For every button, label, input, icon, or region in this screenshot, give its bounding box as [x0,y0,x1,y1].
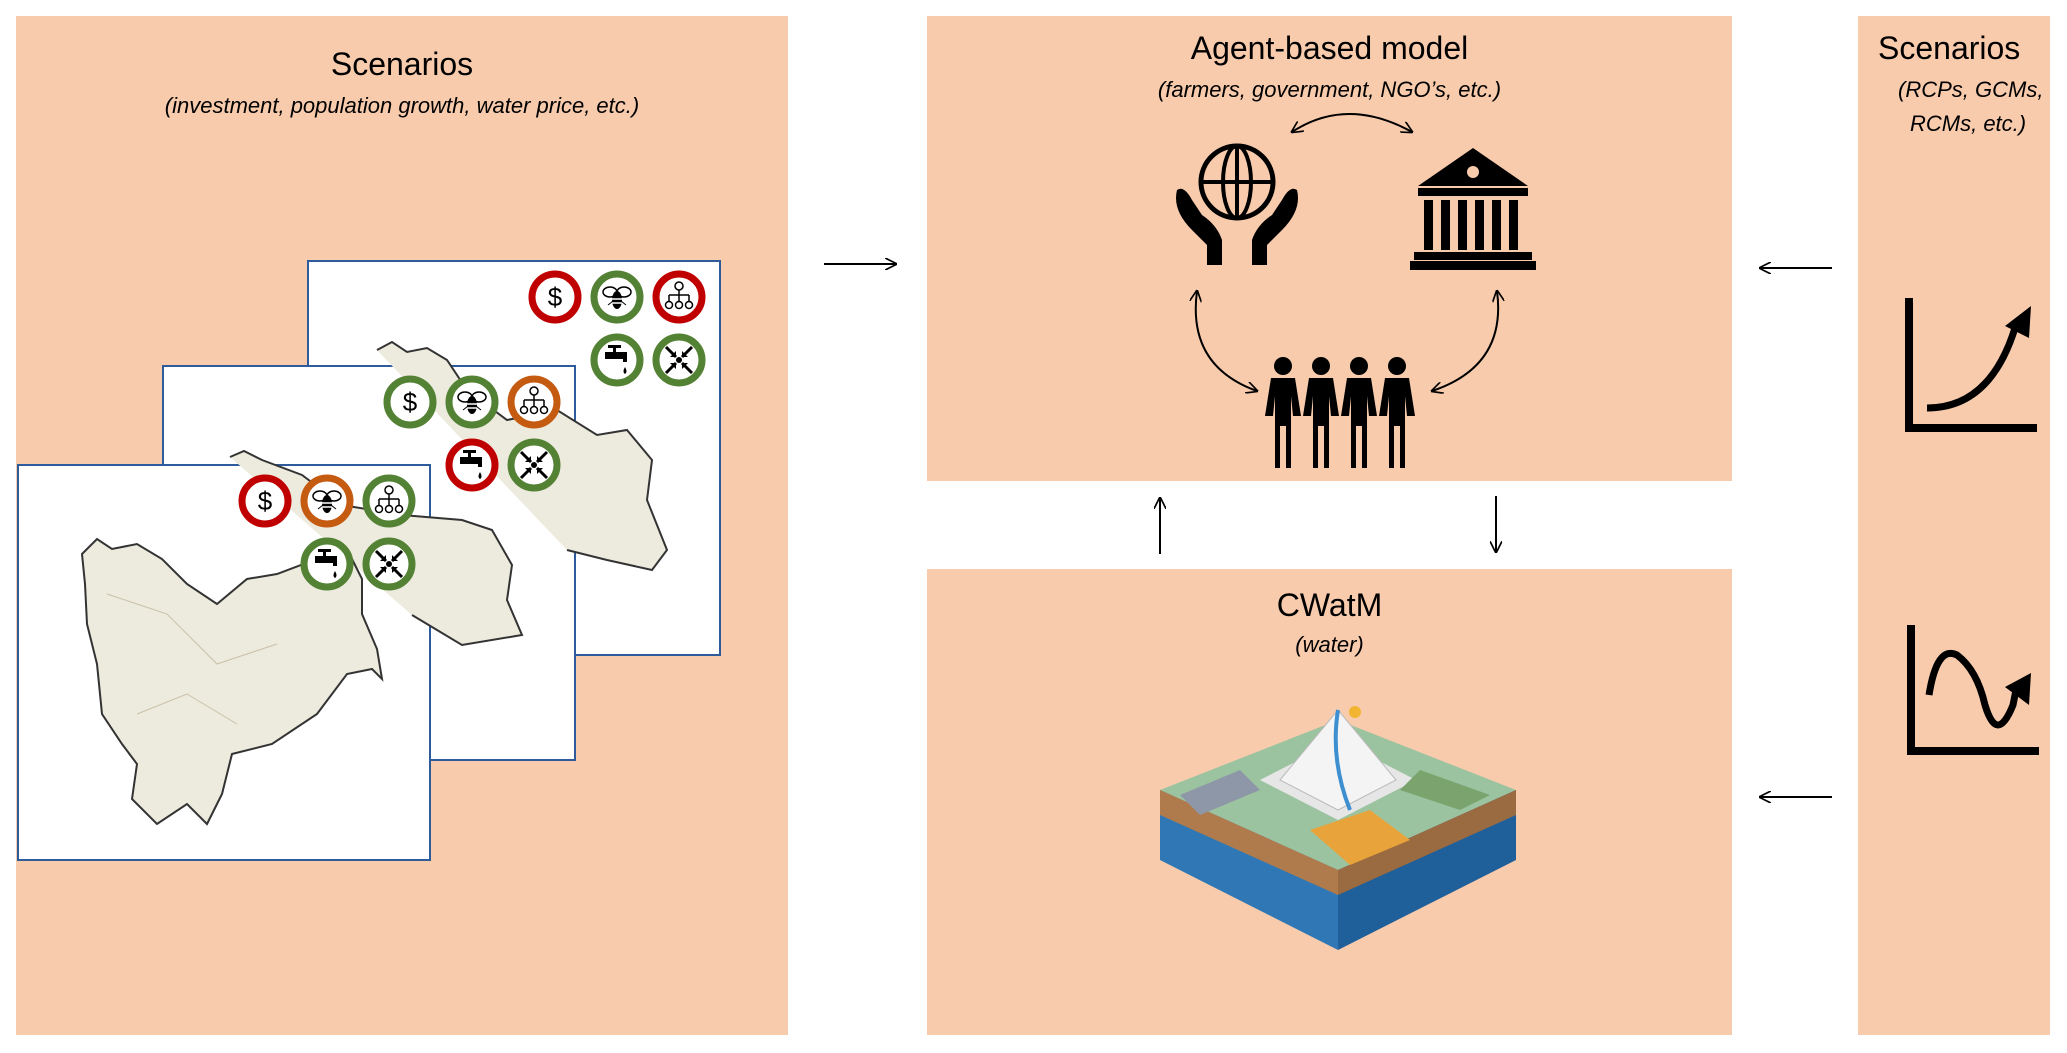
converging-arrows-icon [652,333,706,387]
cwatm-landscape-illustration [1160,706,1516,950]
scenarios-subtitle: (investment, population growth, water pr… [164,93,640,118]
exponential-growth-chart-icon [1905,298,2037,432]
tap-icon [300,537,354,591]
dollar-icon [383,375,437,429]
abm-subtitle: (farmers, government, NGO’s, etc.) [1157,77,1502,102]
government-building-icon [1410,148,1536,270]
status-ring [590,333,644,387]
dollar-icon [528,270,582,324]
arrow-climate-to-cwatm [1756,787,1832,807]
people-farmers-icon [1265,357,1415,468]
map-front [80,537,384,826]
climate-scenarios-subtitle-1: (RCPs, GCMs, [1898,77,2044,102]
arrow-climate-to-abm [1756,258,1832,278]
org-chart-icon [507,375,561,429]
converging-arrows-icon [507,438,561,492]
arrow-abm-to-cwatm [1486,496,1506,556]
cwatm-title: CWatM [1276,587,1383,623]
arrow-ngo-government [1292,113,1412,132]
bee-icon [590,270,644,324]
bee-icon [445,375,499,429]
tap-icon [590,333,644,387]
converging-arrows-icon [362,537,416,591]
dollar-icon [238,474,292,528]
cwatm-subtitle: (water) [1295,632,1364,657]
arrow-scenarios-to-abm [824,254,900,274]
arrow-cwatm-to-abm [1150,494,1170,554]
interaction-arrows [927,113,1732,481]
abm-title: Agent-based model [1190,30,1469,66]
climate-scenarios-title: Scenarios [1878,30,2021,66]
scenarios-title: Scenarios [330,46,474,82]
status-ring [445,438,499,492]
abm-panel: Agent-based model (farmers, government, … [927,16,1732,481]
tap-icon [445,438,499,492]
scenarios-panel-right: Scenarios (RCPs, GCMs, RCMs, etc.) [1858,16,2050,1035]
climate-scenarios-subtitle-2: RCMs, etc.) [1910,111,2027,136]
org-chart-icon [652,270,706,324]
oscillating-trend-chart-icon [1907,625,2039,755]
arrow-ngo-people [1196,291,1257,391]
bee-icon [300,474,354,528]
ngo-hands-globe-icon [1176,143,1298,265]
arrow-government-people [1432,291,1498,391]
org-chart-icon [362,474,416,528]
status-ring [300,537,354,591]
